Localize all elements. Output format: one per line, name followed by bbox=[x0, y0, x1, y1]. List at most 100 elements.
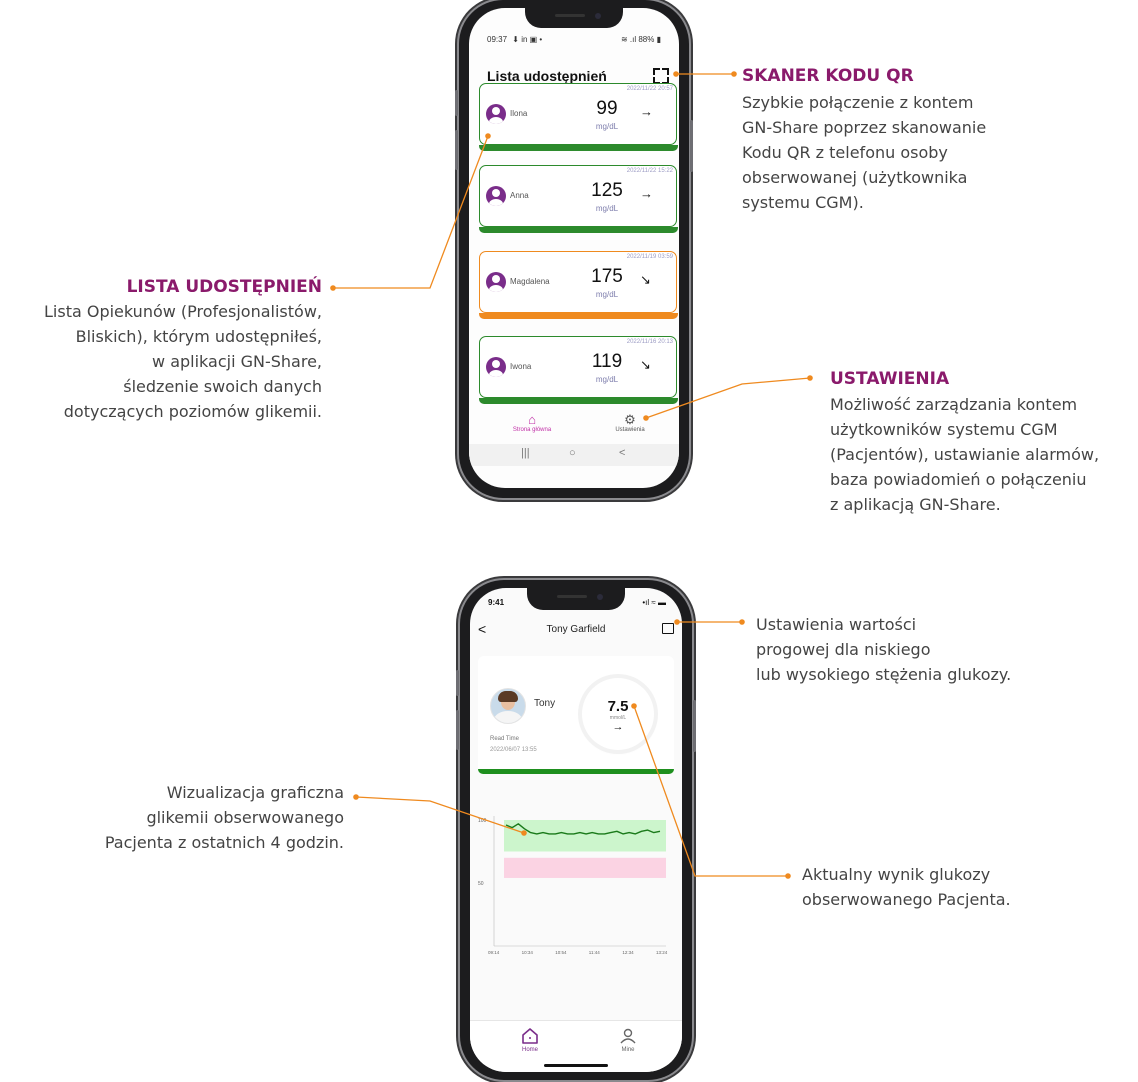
annotation-lista-text: Lista Opiekunów (Profesjonalistów, Bliski… bbox=[0, 299, 322, 424]
x-tick-label: 12:34 bbox=[622, 950, 634, 955]
read-time-label: Read Time bbox=[490, 736, 520, 742]
annotation-line: Szybkie połączenie z kontem bbox=[742, 93, 974, 112]
card-glucose-value: 175 bbox=[591, 266, 623, 287]
status-bar-indicator bbox=[478, 769, 674, 774]
x-tick-label: 10:34 bbox=[522, 950, 534, 955]
y-tick-label: 50 bbox=[478, 881, 484, 887]
back-button[interactable]: < bbox=[478, 621, 487, 637]
annotation-line: Kodu QR z telefonu osoby bbox=[742, 143, 948, 162]
read-time-value: 2022/06/07 13:55 bbox=[490, 747, 537, 753]
home-icon: ⌂ bbox=[528, 412, 536, 427]
card-glucose-unit: mg/dL bbox=[595, 204, 619, 213]
annotation-line: użytkowników systemu CGM bbox=[830, 420, 1058, 439]
trend-arrow-icon: ↘ bbox=[640, 272, 651, 287]
annotation-line: Wizualizacja graficzna bbox=[166, 783, 344, 802]
system-navigation-bar: ||| ○ < bbox=[469, 444, 679, 466]
tab-mine-label: Mine bbox=[621, 1047, 635, 1053]
card-glucose-value: 119 bbox=[591, 351, 623, 372]
annotation-line: lub wysokiego stężenia glukozy. bbox=[756, 665, 1012, 684]
annotation-line: progowej dla niskiego bbox=[756, 640, 931, 659]
annotation-qr-title: SKANER KODU QR bbox=[742, 66, 914, 86]
annotation-line: Ustawienia wartości bbox=[756, 615, 917, 634]
patient-card: Tony Read Time 2022/06/07 13:55 7.5 mmol… bbox=[478, 656, 674, 774]
low-range-band bbox=[504, 857, 666, 878]
trend-arrow-icon: → bbox=[612, 721, 624, 733]
status-icons: ⬇ in ▣ • bbox=[512, 35, 543, 44]
user-icon bbox=[620, 1028, 636, 1044]
target-range-band bbox=[504, 820, 666, 852]
trend-arrow-icon: ↘ bbox=[640, 357, 651, 372]
nav-home-label: Strona główna bbox=[512, 427, 552, 433]
annotation-line: Lista Opiekunów (Profesjonalistów, bbox=[44, 302, 322, 321]
card-timestamp: 2022/11/16 20:13 bbox=[626, 339, 673, 345]
annotation-progowe-text: Ustawienia wartości progowej dla niskiego… bbox=[756, 612, 1011, 687]
annotation-line: dotyczących poziomów glikemii. bbox=[63, 402, 322, 421]
tab-mine[interactable]: Mine bbox=[598, 1027, 658, 1053]
card-timestamp: 2022/11/19 03:59 bbox=[626, 254, 673, 260]
recents-button[interactable]: ||| bbox=[521, 447, 530, 459]
status-time: 09:37 bbox=[487, 35, 508, 44]
annotation-line: śledzenie swoich danych bbox=[123, 377, 322, 396]
annotation-line: glikemii obserwowanego bbox=[146, 808, 344, 827]
battery-level: 88% bbox=[638, 35, 655, 44]
patient-name: Tony bbox=[534, 698, 556, 709]
phone-patient-detail: 9:41 •ıl ≈ ▬ < Tony Garfield Tony Read T… bbox=[456, 580, 696, 1080]
x-tick-label: 11:44 bbox=[589, 950, 600, 955]
back-button[interactable]: < bbox=[619, 447, 626, 459]
app-header: < Tony Garfield bbox=[470, 618, 682, 642]
card-glucose-value: 125 bbox=[591, 180, 623, 201]
threshold-settings-icon[interactable] bbox=[662, 623, 674, 634]
page-title: Lista udostępnień bbox=[487, 68, 607, 84]
annotation-line: baza powiadomień o połączeniu bbox=[830, 470, 1087, 489]
annotation-line: obserwowanego Pacjenta. bbox=[802, 890, 1011, 909]
avatar-icon bbox=[486, 186, 506, 206]
status-bar: 09:37 ⬇ in ▣ • ≋ .ıl 88% ▮ bbox=[487, 35, 661, 44]
x-tick-label: 10:54 bbox=[555, 950, 567, 955]
card-timestamp: 2022/11/22 15:22 bbox=[626, 168, 673, 174]
card-status-bar bbox=[478, 313, 678, 319]
nav-home[interactable]: ⌂ Strona główna bbox=[497, 412, 567, 433]
annotation-line: Bliskich), którym udostępniłeś, bbox=[75, 327, 322, 346]
tab-home[interactable]: Home bbox=[500, 1027, 560, 1053]
glucose-gauge: 7.5 mmol/L → bbox=[582, 678, 654, 750]
card-glucose-unit: mg/dL bbox=[595, 290, 619, 299]
home-indicator bbox=[544, 1064, 608, 1067]
qr-scanner-icon[interactable] bbox=[653, 68, 669, 84]
battery-icon: ▮ bbox=[656, 35, 661, 44]
glucose-unit: mmol/L bbox=[609, 715, 627, 721]
trend-arrow-icon: → bbox=[640, 104, 653, 119]
status-time: 9:41 bbox=[488, 598, 505, 607]
annotation-line: Pacjenta z ostatnich 4 godzin. bbox=[104, 833, 344, 852]
home-icon bbox=[522, 1028, 538, 1044]
annotation-line: obserwowanej (użytkownika bbox=[742, 168, 968, 187]
card-glucose-unit: mg/dL bbox=[595, 122, 619, 131]
card-name: Ilona bbox=[510, 109, 528, 118]
annotation-line: z aplikacją GN-Share. bbox=[830, 495, 1001, 514]
annotation-ustawienia-title: USTAWIENIA bbox=[830, 369, 950, 389]
bottom-navigation: ⌂ Strona główna ⚙ Ustawienia bbox=[469, 408, 679, 442]
card-name: Iwona bbox=[510, 362, 532, 371]
annotation-line: (Pacjentów), ustawianie alarmów, bbox=[830, 445, 1100, 464]
card-name: Anna bbox=[510, 191, 529, 200]
x-tick-label: 13:24 bbox=[656, 950, 668, 955]
avatar bbox=[490, 688, 526, 724]
avatar-icon bbox=[486, 272, 506, 292]
status-icons: •ıl ≈ ▬ bbox=[642, 598, 666, 607]
card-status-bar bbox=[478, 145, 678, 151]
annotation-line: GN-Share poprzez skanowanie bbox=[742, 118, 987, 137]
card-timestamp: 2022/11/22 20:57 bbox=[626, 86, 673, 92]
glucose-value: 7.5 bbox=[607, 698, 629, 715]
nav-settings[interactable]: ⚙ Ustawienia bbox=[595, 412, 665, 433]
tab-bar: Home Mine bbox=[470, 1020, 682, 1072]
home-button[interactable]: ○ bbox=[569, 447, 576, 459]
card-status-bar bbox=[478, 227, 678, 233]
wifi-icon: ≋ .ıl bbox=[620, 35, 639, 44]
